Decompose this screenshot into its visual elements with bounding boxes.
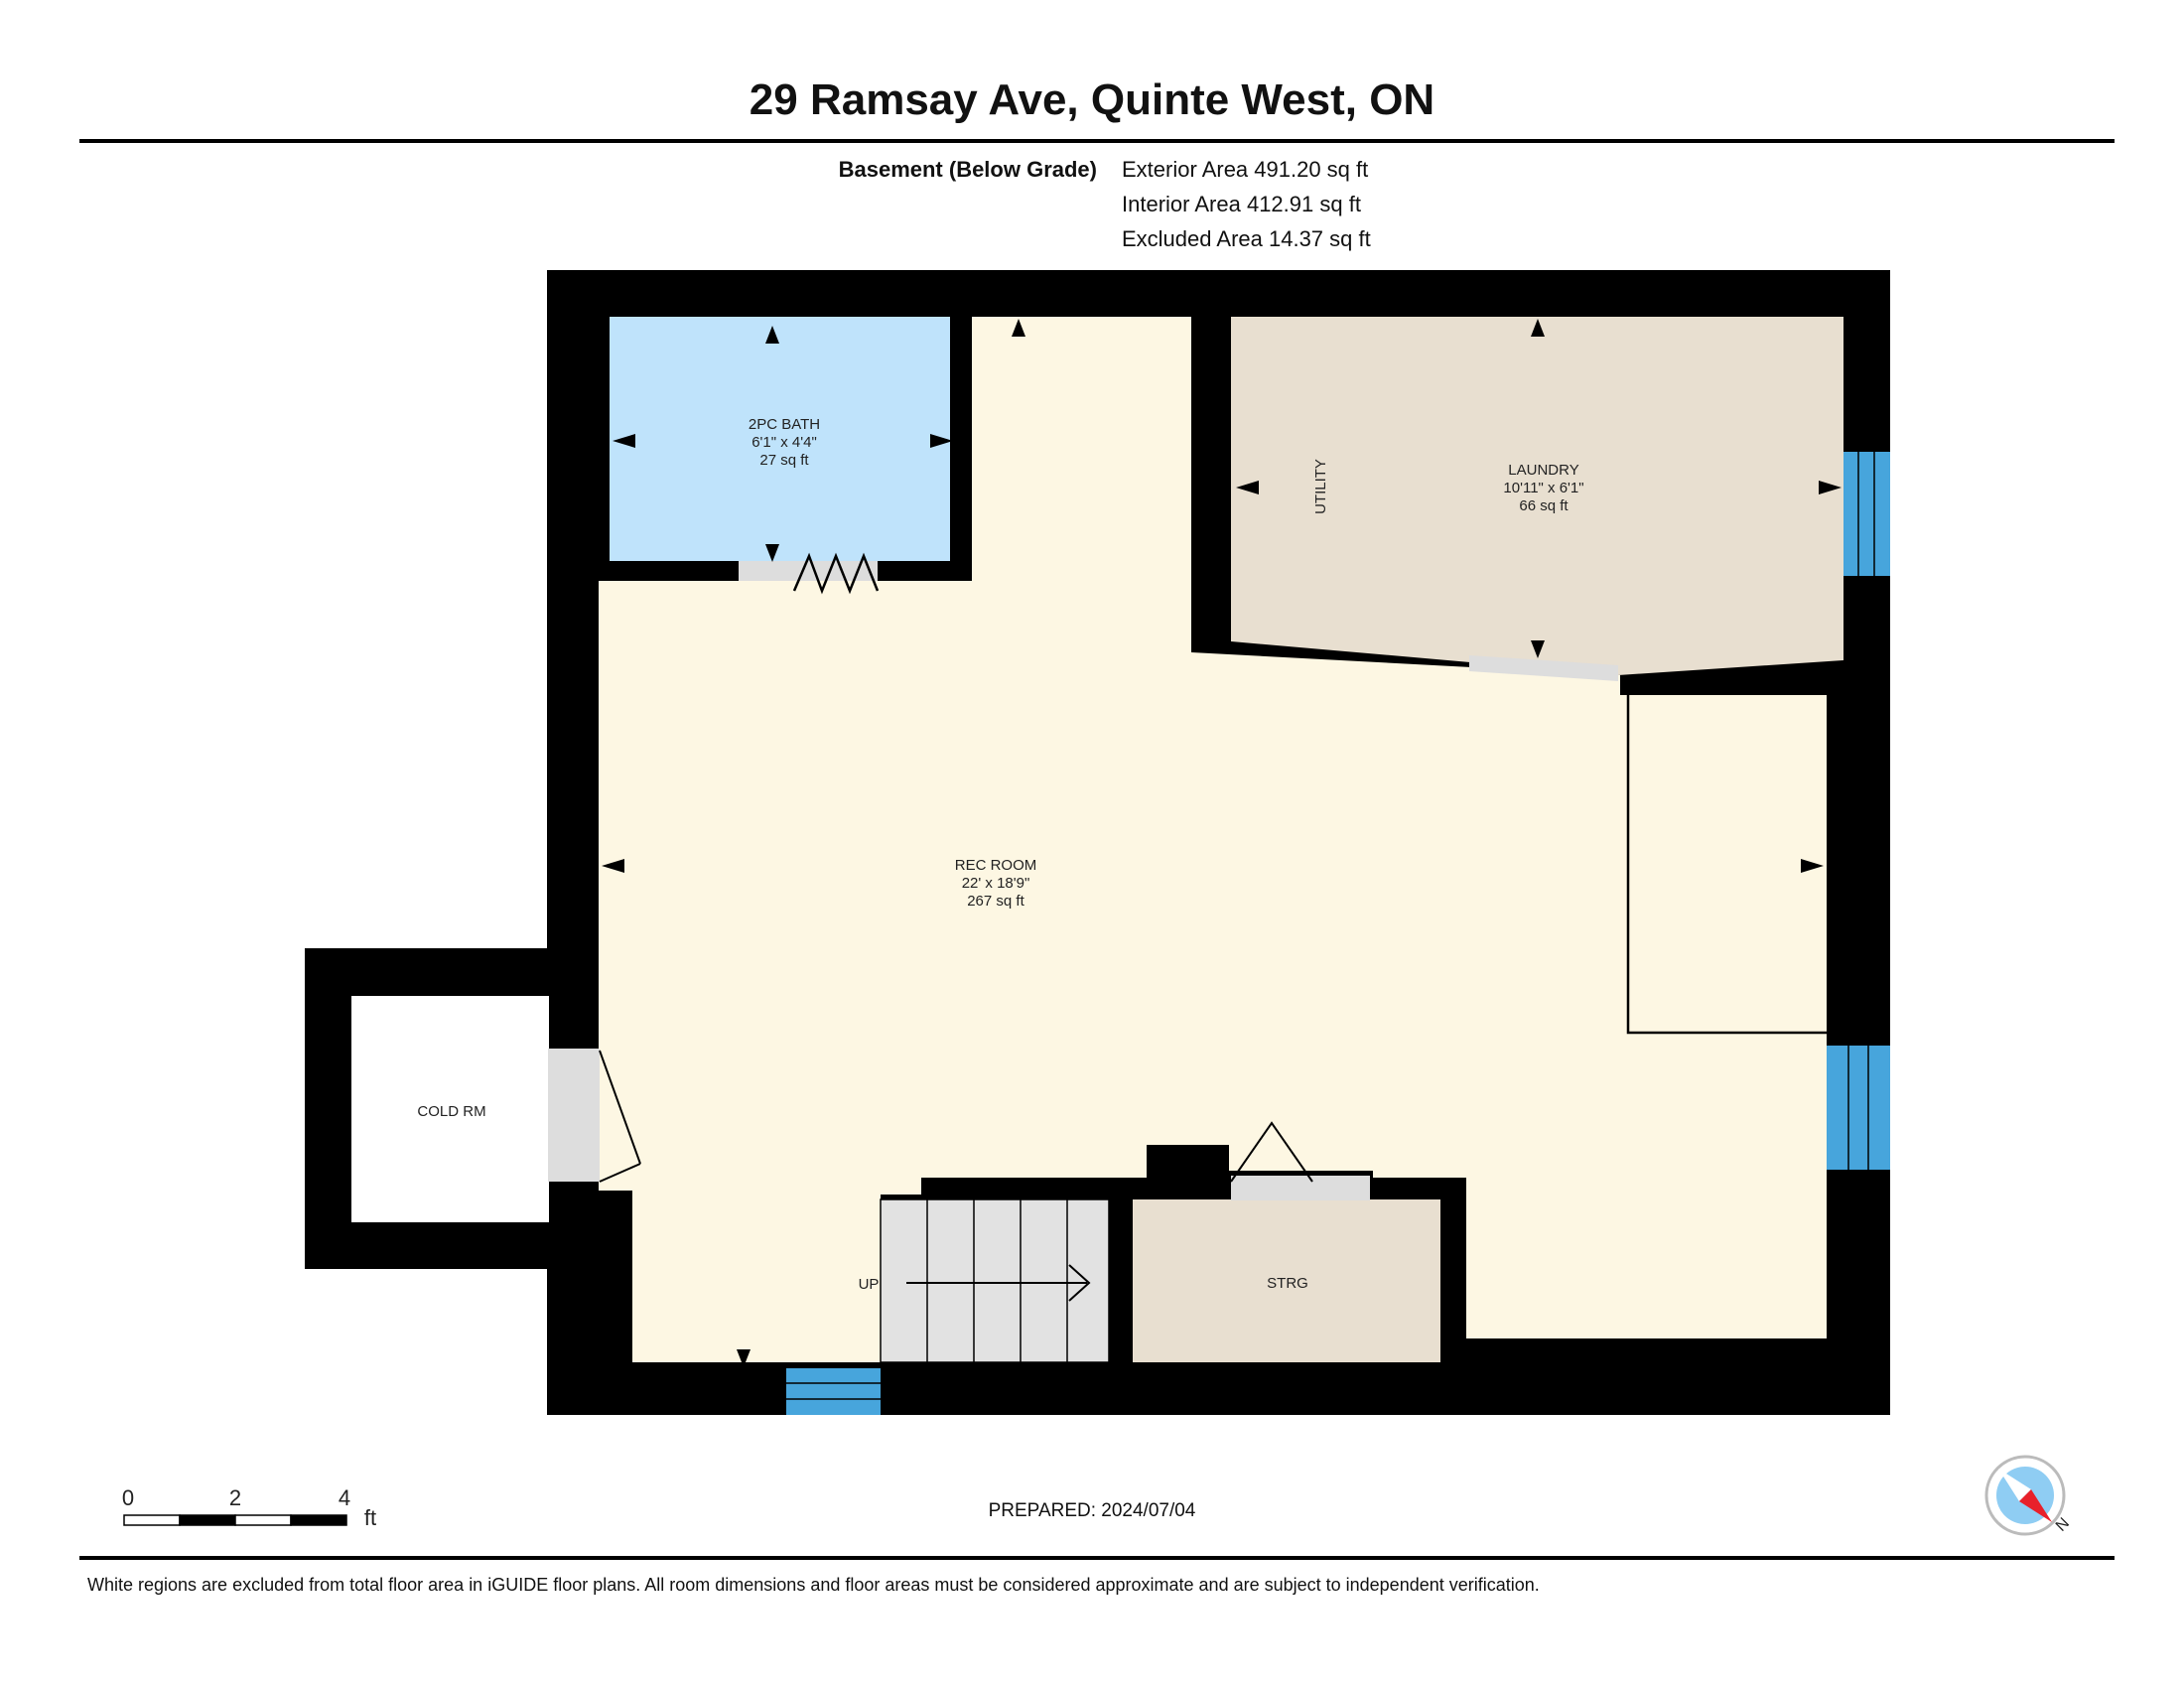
laundry-area: 66 sq ft bbox=[1519, 497, 1569, 514]
prepared-date: PREPARED: 2024/07/04 bbox=[988, 1500, 1196, 1521]
stair-arrow-head bbox=[1068, 1264, 1091, 1302]
footer-divider bbox=[79, 1556, 2115, 1560]
laundry-dims: 10'11" x 6'1" bbox=[1503, 480, 1583, 496]
bath-area: 27 sq ft bbox=[759, 452, 809, 469]
scale-tick-2: 2 bbox=[229, 1485, 241, 1510]
cold-room-door-swing bbox=[599, 1163, 641, 1183]
rec-room-dims: 22' x 18'9" bbox=[962, 875, 1030, 892]
compass-icon bbox=[1984, 1455, 2066, 1536]
bath-door-zigzag bbox=[792, 552, 880, 595]
disclaimer: White regions are excluded from total fl… bbox=[87, 1575, 1540, 1595]
window-east-upper bbox=[1843, 452, 1890, 576]
laundry-name: LAUNDRY bbox=[1508, 462, 1578, 479]
stairs-up-label: UP bbox=[859, 1276, 880, 1293]
level-label: Basement (Below Grade) bbox=[838, 157, 1097, 182]
storage-door bbox=[1231, 1176, 1370, 1200]
bath-floor bbox=[610, 317, 950, 561]
plan-title: 29 Ramsay Ave, Quinte West, ON bbox=[749, 75, 1435, 124]
cold-room-door bbox=[548, 1049, 600, 1182]
storage-door-swing bbox=[1230, 1121, 1313, 1183]
bath-name: 2PC BATH bbox=[749, 416, 820, 433]
storage-label: STRG bbox=[1267, 1275, 1308, 1292]
excluded-area: Excluded Area 14.37 sq ft bbox=[1122, 226, 1371, 251]
scale-tick-0: 0 bbox=[122, 1485, 134, 1510]
window-south bbox=[786, 1368, 881, 1415]
laundry-floor bbox=[1231, 317, 1843, 675]
storage-floor bbox=[1133, 1199, 1440, 1362]
stairs bbox=[880, 1198, 1110, 1363]
cold-room-floor bbox=[351, 996, 549, 1222]
exterior-area: Exterior Area 491.20 sq ft bbox=[1122, 157, 1369, 182]
utility-label: UTILITY bbox=[1312, 459, 1329, 514]
header-divider bbox=[79, 139, 2115, 143]
scale-unit: ft bbox=[364, 1505, 376, 1530]
window-east-lower bbox=[1827, 1046, 1890, 1170]
cold-room-label: COLD RM bbox=[417, 1103, 485, 1120]
rec-room-area: 267 sq ft bbox=[967, 893, 1024, 910]
interior-area: Interior Area 412.91 sq ft bbox=[1122, 192, 1361, 216]
rec-room-floor bbox=[599, 317, 1827, 1362]
rec-room-name: REC ROOM bbox=[955, 857, 1037, 874]
dimension-arrows bbox=[602, 319, 1842, 1367]
scale-bar bbox=[123, 1514, 347, 1526]
bath-dims: 6'1" x 4'4" bbox=[751, 434, 817, 451]
scale-tick-4: 4 bbox=[339, 1485, 350, 1510]
alcove-outline bbox=[1626, 695, 1827, 1035]
laundry-door bbox=[1469, 655, 1618, 681]
cold-room-door-swing bbox=[599, 1050, 641, 1165]
